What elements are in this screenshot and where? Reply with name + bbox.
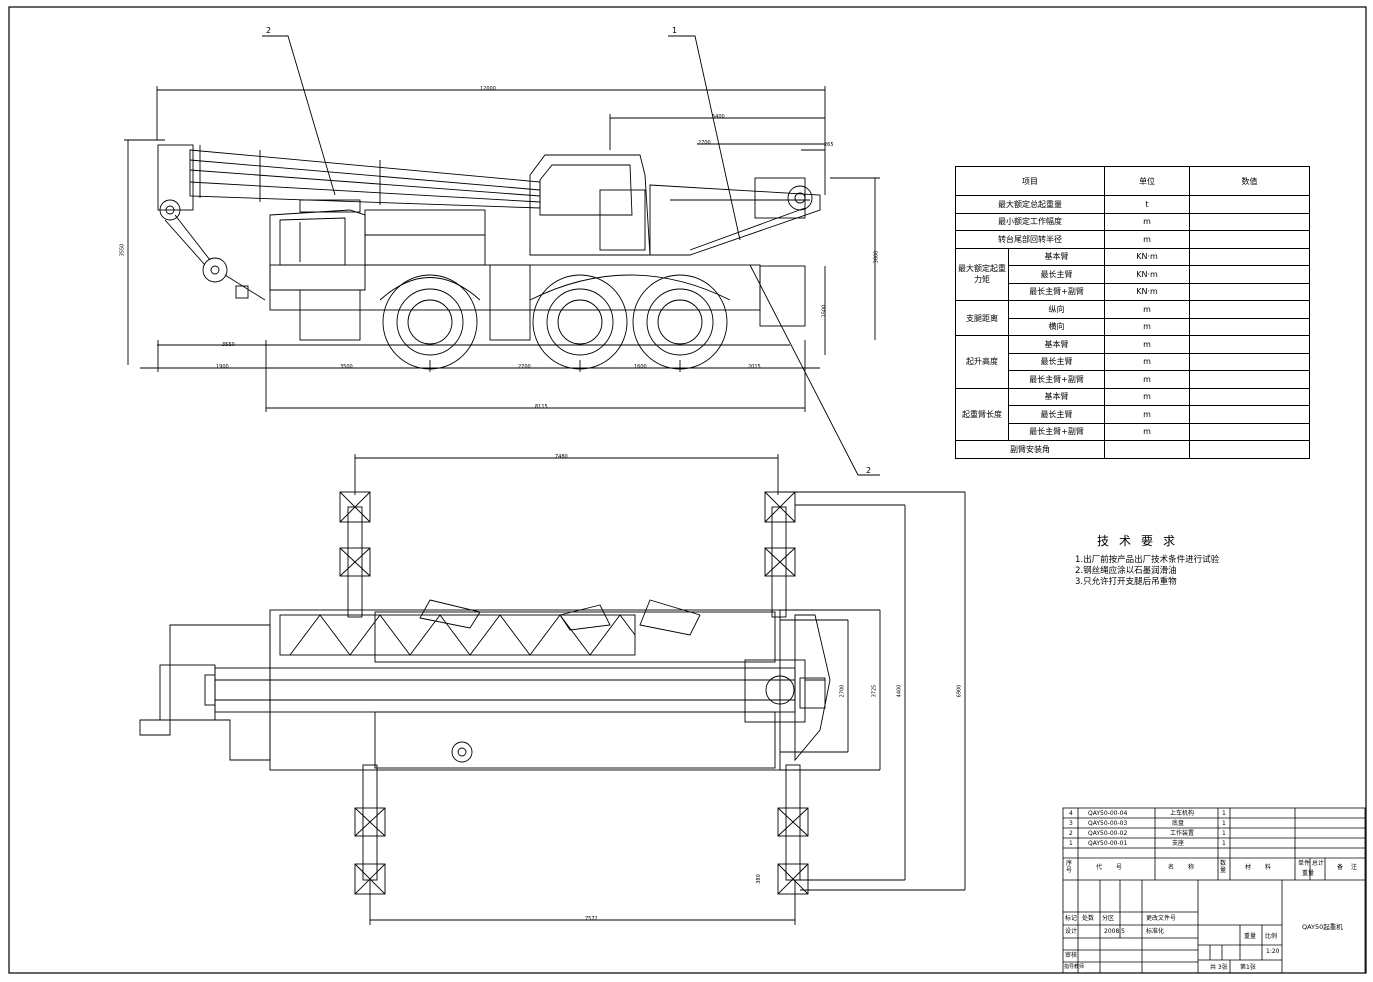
- dim-cab-span: 2700: [698, 140, 711, 146]
- tb-zone: 分区: [1102, 915, 1115, 922]
- tb-drawing-name: QAY50起重机: [1302, 923, 1343, 931]
- dim-wheel-base-3: 1600: [634, 364, 647, 370]
- dim-rear-overhang: 2015: [748, 364, 761, 370]
- dim-overall-length: 12000: [480, 86, 496, 92]
- bom-qty: 1: [1222, 820, 1226, 827]
- bom-header-code: 代号: [1096, 864, 1137, 871]
- tb-mark: 标记: [1065, 915, 1078, 922]
- balloon-2-top: 2: [266, 26, 272, 35]
- dim-top-span: 5400: [712, 114, 725, 120]
- dim-wheel-base-1: 3500: [340, 364, 353, 370]
- dim-wheel-base-2: 2700: [518, 364, 531, 370]
- tech-requirements-title: 技术要求: [1097, 534, 1186, 548]
- bom-qty: 1: [1222, 830, 1226, 837]
- balloon-1: 1: [672, 26, 678, 35]
- tb-weight: 重量: [1244, 933, 1257, 940]
- bom-header-weight: 重量: [1302, 870, 1315, 877]
- outer-border: [8, 6, 1367, 974]
- bom-name: 工作装置: [1170, 830, 1195, 837]
- balloon-2-right: 2: [866, 466, 872, 475]
- bom-qty: 1: [1222, 840, 1226, 847]
- bom-header-no: 序号: [1066, 860, 1073, 874]
- bom-name: 支座: [1172, 840, 1185, 847]
- tb-doc: 更改文件号: [1146, 915, 1177, 922]
- tech-requirements: 技术要求 1.出厂前按产品出厂技术条件进行试验 2.钢丝绳应涂以石墨润滑油 3.…: [1075, 534, 1220, 588]
- dim-small: 265: [824, 142, 834, 148]
- bom-name: 上车机构: [1170, 810, 1195, 817]
- bom-no: 1: [1069, 840, 1073, 847]
- tb-craft: 指导教师: [1064, 964, 1085, 970]
- header-unit: 单位: [1104, 166, 1190, 196]
- bom-header-name: 名称: [1168, 864, 1209, 871]
- bom-name: 底盘: [1172, 820, 1185, 827]
- tb-standard: 标准化: [1146, 928, 1165, 935]
- tb-sheet-no: 第1张: [1240, 964, 1256, 971]
- bom-no: 2: [1069, 830, 1073, 837]
- bom-header-material: 材料: [1245, 864, 1286, 871]
- bom-header-qty: 数量: [1220, 860, 1227, 874]
- tb-review: 审核: [1065, 952, 1078, 959]
- bom-code: QAY50-00-01: [1088, 840, 1128, 847]
- tb-design: 设计: [1065, 928, 1078, 935]
- side-view: [124, 35, 880, 476]
- tb-sheets: 共 3张: [1210, 964, 1228, 971]
- tb-date: 2008.5: [1104, 928, 1125, 935]
- tech-note-item: 3.只允许打开支腿后吊重物: [1075, 577, 1177, 587]
- table-header-row: 项目 单位 数值: [955, 166, 1310, 196]
- dim-front-overhang-b: 1900: [216, 364, 229, 370]
- dim-chassis-length: 8115: [535, 404, 548, 410]
- dim-outrigger-cross: 7572: [585, 916, 598, 922]
- bom-qty: 1: [1222, 810, 1226, 817]
- bom-code: QAY50-00-03: [1088, 820, 1128, 827]
- bom-code: QAY50-00-04: [1088, 810, 1128, 817]
- bom-header-remark: 备注: [1337, 864, 1366, 871]
- table-row: 副臂安装角: [955, 440, 1310, 459]
- top-view: [139, 454, 966, 925]
- bom-no: 3: [1069, 820, 1073, 827]
- dim-front-overhang-a: 3550: [222, 342, 235, 348]
- tb-count: 处数: [1082, 915, 1095, 922]
- bom-no: 4: [1069, 810, 1073, 817]
- tb-scale-value: 1:20: [1266, 948, 1280, 955]
- header-value: 数值: [1189, 166, 1310, 196]
- dim-outrigger-long: 7480: [555, 454, 568, 460]
- bom-code: QAY50-00-02: [1088, 830, 1128, 837]
- tech-note-item: 1.出厂前按产品出厂技术条件进行试验: [1075, 555, 1220, 565]
- tb-scale: 比例: [1265, 933, 1278, 940]
- tech-note-item: 2.钢丝绳应涂以石墨润滑油: [1075, 566, 1177, 576]
- bom-header-unit-total: 单件 总计: [1298, 860, 1324, 867]
